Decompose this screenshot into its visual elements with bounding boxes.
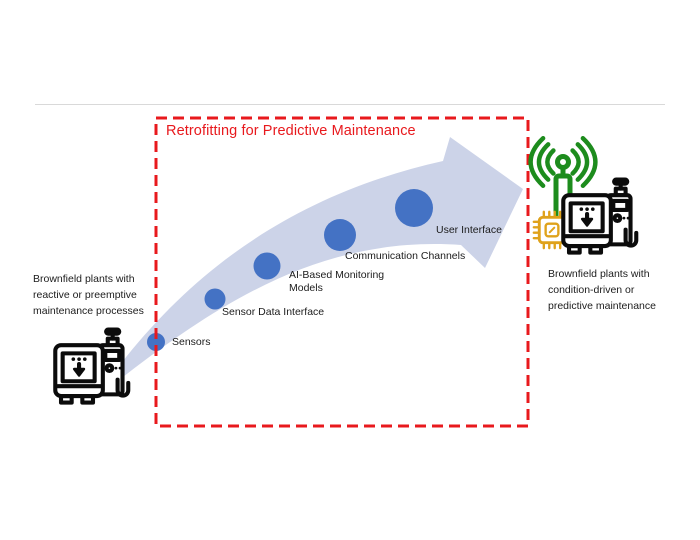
- stage-node-sensors: [147, 333, 165, 351]
- source-plant-caption: Brownfield plants with reactive or preem…: [33, 273, 144, 317]
- stage-node-sensor-data-interface: [204, 288, 226, 310]
- stage-node-ai-based-monitoring-models: [253, 252, 281, 280]
- figure-title: Retrofitting for Predictive Maintenance: [166, 123, 416, 139]
- industrial-machine-icon: [560, 177, 642, 256]
- target-plant-caption: Brownfield plants with condition-driven …: [548, 268, 656, 312]
- stage-label-sensors: Sensors: [172, 336, 211, 348]
- stage-label-ai-based-monitoring-models: AI-Based Monitoring Models: [289, 269, 385, 295]
- stage-node-communication-channels: [324, 219, 356, 251]
- stage-label-communication-channels: Communication Channels: [345, 250, 466, 262]
- stage-node-user-interface: [395, 189, 433, 227]
- stage-label-sensor-data-interface: Sensor Data Interface: [222, 306, 325, 318]
- industrial-machine-icon: [52, 327, 134, 406]
- top-divider: [35, 104, 665, 105]
- stage-label-user-interface: User Interface: [436, 224, 502, 236]
